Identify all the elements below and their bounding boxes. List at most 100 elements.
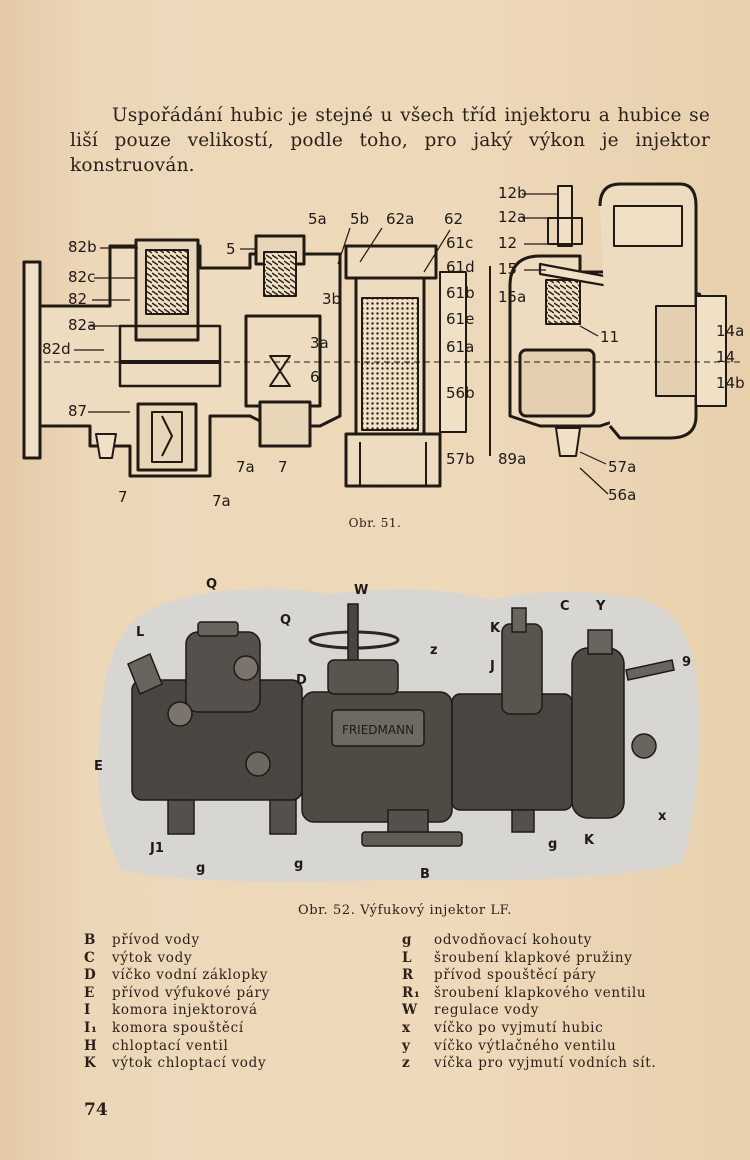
label-56b: 56b bbox=[446, 384, 475, 402]
label-7a-left: 7a bbox=[212, 492, 231, 510]
legend-key: W bbox=[402, 1002, 418, 1019]
legend-text: přívod spouštěcí páry bbox=[434, 967, 597, 984]
photo-label-Y: Y bbox=[595, 599, 606, 614]
photo-label-Q: Q bbox=[280, 613, 291, 628]
legend-text: komora injektorová bbox=[112, 1002, 258, 1019]
photo-label-K: K bbox=[490, 621, 501, 636]
label-82c: 82c bbox=[68, 268, 95, 286]
legend-item: I₁ komora spouštěcí bbox=[84, 1020, 270, 1038]
label-61a: 61a bbox=[446, 338, 474, 356]
label-82: 82 bbox=[68, 290, 87, 308]
photo-label-B: B bbox=[420, 867, 430, 882]
legend-text: přívod vody bbox=[112, 932, 200, 948]
brand-plate: FRIEDMANN bbox=[342, 723, 414, 737]
legend-item: x víčko po vyjmutí hubic bbox=[402, 1020, 656, 1038]
photo-label-g-3: g bbox=[548, 837, 557, 852]
label-15: 15 bbox=[498, 260, 517, 278]
legend-text: přívod výfukové páry bbox=[112, 984, 271, 1001]
label-61d: 61d bbox=[446, 258, 475, 276]
label-12a: 12a bbox=[498, 208, 526, 226]
label-57a: 57a bbox=[608, 458, 636, 476]
legend-key: R₁ bbox=[402, 984, 421, 1001]
legend-item: y víčko výtlačného ventilu bbox=[402, 1038, 656, 1056]
label-5b: 5b bbox=[350, 210, 369, 228]
photo-label-x: x bbox=[658, 809, 667, 824]
photo-label-J: J bbox=[489, 659, 495, 674]
label-11: 11 bbox=[600, 328, 619, 346]
label-82d: 82d bbox=[42, 340, 71, 358]
legend-key: C bbox=[84, 949, 96, 966]
legend-text: šroubení klapkového ventilu bbox=[434, 984, 647, 1001]
label-5a: 5a bbox=[308, 210, 327, 228]
photo-label-C: C bbox=[560, 599, 570, 614]
legend-key: I bbox=[84, 1002, 92, 1019]
legend-text: víčka pro vyjmutí vodních sít. bbox=[434, 1055, 657, 1072]
label-7-left: 7 bbox=[118, 488, 128, 506]
label-5: 5 bbox=[226, 240, 236, 258]
injector-section-drawing: 82b 82c 82 82a 82d 87 5 5a 5b 62a 62 61c… bbox=[22, 182, 745, 510]
photo-label-K-bottom: K bbox=[584, 833, 595, 848]
legend-key: D bbox=[84, 967, 97, 984]
label-6: 6 bbox=[310, 368, 320, 386]
legend-text: víčko výtlačného ventilu bbox=[434, 1037, 617, 1054]
photo-label-D: D bbox=[296, 673, 307, 688]
label-56a: 56a bbox=[608, 486, 636, 504]
legend-key: y bbox=[402, 1037, 411, 1054]
injector-photo: FRIEDMANN Q Q W C Y L K D z bbox=[94, 577, 700, 882]
legend-item: g odvodňovací kohouty bbox=[402, 932, 656, 950]
label-82a: 82a bbox=[68, 316, 96, 334]
legend-key: B bbox=[84, 932, 97, 948]
legend-text: výtok vody bbox=[112, 949, 193, 966]
body-paragraph: Uspořádání hubic je stejné u všech tříd … bbox=[70, 104, 710, 176]
label-7-right: 7 bbox=[278, 458, 288, 476]
label-14b: 14b bbox=[716, 374, 745, 392]
label-62a: 62a bbox=[386, 210, 414, 228]
label-89a: 89a bbox=[498, 450, 526, 468]
legend-item: R₁ šroubení klapkového ventilu bbox=[402, 985, 656, 1003]
legend-text: regulace vody bbox=[434, 1002, 540, 1019]
label-15a: 15a bbox=[498, 288, 526, 306]
legend-key: H bbox=[84, 1037, 98, 1054]
photo-label-9: 9 bbox=[682, 655, 691, 670]
label-14: 14 bbox=[716, 348, 735, 366]
photo-label-E: E bbox=[94, 759, 103, 774]
legend-key: L bbox=[402, 949, 413, 966]
legend-text: chloptací ventil bbox=[112, 1037, 229, 1054]
label-3a: 3a bbox=[310, 334, 329, 352]
legend-text: šroubení klapkové pružiny bbox=[434, 949, 633, 966]
legend-text: odvodňovací kohouty bbox=[434, 932, 593, 948]
legend-text: víčko po vyjmutí hubic bbox=[434, 1019, 604, 1036]
left-flange bbox=[22, 260, 42, 460]
label-82b: 82b bbox=[68, 238, 97, 256]
label-57b: 57b bbox=[446, 450, 475, 468]
legend-text: víčko vodní záklopky bbox=[112, 967, 269, 984]
label-61b: 61b bbox=[446, 284, 475, 302]
legend-text: komora spouštěcí bbox=[112, 1019, 244, 1036]
label-12b: 12b bbox=[498, 184, 527, 202]
label-62: 62 bbox=[444, 210, 463, 228]
photo-label-W: W bbox=[354, 583, 368, 598]
legend-key: E bbox=[84, 984, 95, 1001]
photo-label-z: z bbox=[430, 643, 438, 658]
legend-key: x bbox=[402, 1019, 411, 1036]
legend-key: g bbox=[402, 932, 413, 948]
figure-52-caption: Obr. 52. Výfukový injektor LF. bbox=[297, 903, 513, 918]
legend-key: R bbox=[402, 967, 414, 984]
label-61e: 61e bbox=[446, 310, 474, 328]
legend-key: I₁ bbox=[84, 1019, 98, 1036]
label-61c: 61c bbox=[446, 234, 473, 252]
label-12: 12 bbox=[498, 234, 517, 252]
photo-label-L: L bbox=[136, 625, 144, 640]
legend-key: K bbox=[84, 1055, 97, 1072]
page-number: 74 bbox=[84, 1100, 108, 1120]
label-3b: 3b bbox=[322, 290, 341, 308]
